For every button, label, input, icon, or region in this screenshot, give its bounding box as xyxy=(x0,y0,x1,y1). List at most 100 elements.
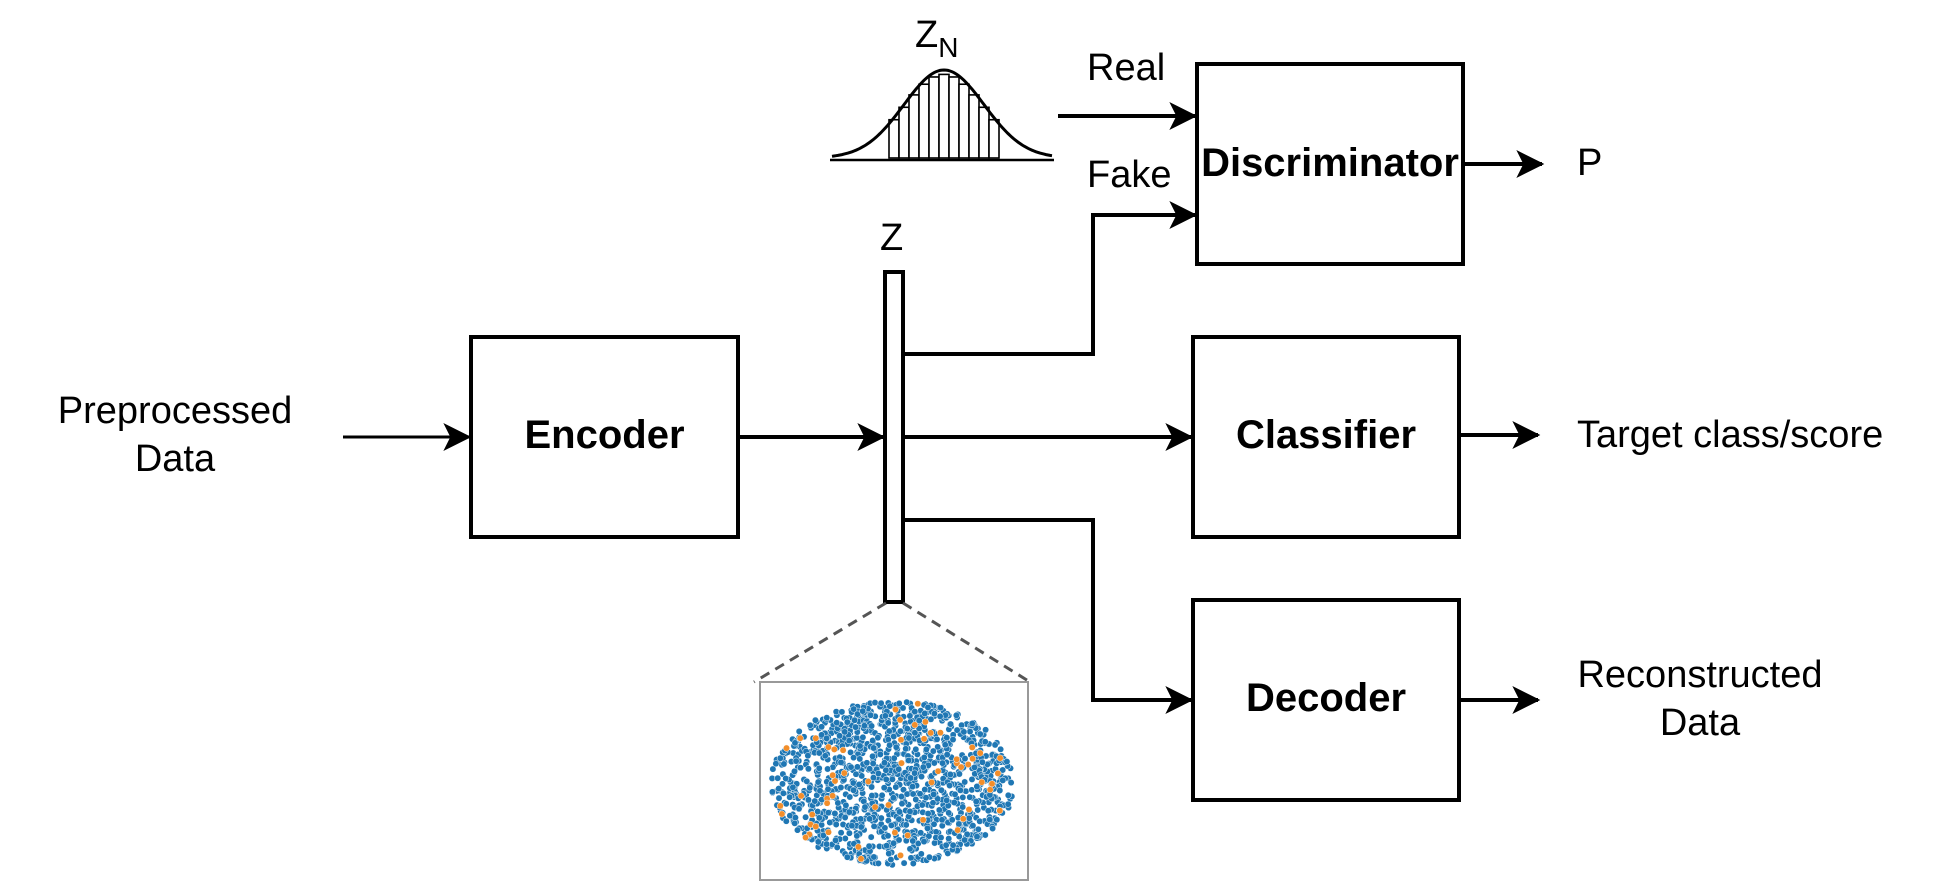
scatter-point-blue xyxy=(911,729,919,737)
scatter-point-blue xyxy=(961,778,969,786)
scatter-point-blue xyxy=(918,773,925,781)
scatter-point-blue xyxy=(846,793,854,801)
scatter-point-blue xyxy=(859,707,867,715)
scatter-point-blue xyxy=(883,842,891,850)
scatter-point-blue xyxy=(890,839,898,847)
zn-main: Z xyxy=(915,14,939,56)
scatter-point-blue xyxy=(841,728,849,736)
scatter-point-blue xyxy=(768,788,776,796)
scatter-point-blue xyxy=(791,739,799,747)
scatter-point-blue xyxy=(885,727,893,735)
scatter-point-blue xyxy=(930,820,938,828)
scatter-point-blue xyxy=(924,810,932,818)
scatter-point-blue xyxy=(826,819,834,826)
scatter-point-blue xyxy=(982,726,990,734)
scatter-point-blue xyxy=(850,786,857,794)
zoom-line-left xyxy=(753,601,887,684)
scatter-point-blue xyxy=(884,832,892,840)
scatter-point-blue xyxy=(852,770,860,778)
histogram-bar xyxy=(888,118,900,159)
preprocessed-line2: Data xyxy=(134,437,216,480)
discriminator-box xyxy=(1195,62,1465,266)
scatter-point-orange xyxy=(921,718,929,726)
scatter-point-blue xyxy=(884,736,892,744)
zn-sub: N xyxy=(938,32,959,63)
scatter-point-blue xyxy=(886,741,894,749)
zn-label: ZN xyxy=(915,12,959,63)
scatter-point-blue xyxy=(824,809,832,817)
scatter-point-blue xyxy=(816,787,824,795)
scatter-point-blue xyxy=(909,790,917,798)
scatter-point-orange xyxy=(927,729,935,737)
scatter-point-orange xyxy=(831,777,839,785)
scatter-point-blue xyxy=(896,808,904,816)
scatter-point-blue xyxy=(854,710,861,718)
scatter-point-blue xyxy=(945,809,953,817)
scatter-point-blue xyxy=(791,814,799,822)
histogram-bar xyxy=(918,83,930,159)
scatter-point-blue xyxy=(922,745,930,753)
scatter-point-blue xyxy=(917,850,925,858)
scatter-point-blue xyxy=(887,856,895,864)
scatter-point-blue xyxy=(930,759,938,767)
scatter-point-blue xyxy=(912,745,920,753)
scatter-point-blue xyxy=(903,790,911,798)
scatter-point-orange xyxy=(897,851,904,859)
scatter-point-blue xyxy=(811,716,819,724)
scatter-point-blue xyxy=(941,741,949,749)
scatter-point-blue xyxy=(849,779,857,787)
scatter-point-blue xyxy=(989,825,997,832)
scatter-point-blue xyxy=(887,821,895,829)
latent-scatter-plot xyxy=(768,698,1016,869)
scatter-point-blue xyxy=(930,710,938,718)
scatter-point-blue xyxy=(959,793,967,801)
scatter-point-blue xyxy=(929,799,937,807)
scatter-point-blue xyxy=(850,754,858,762)
scatter-point-blue xyxy=(845,808,853,816)
scatter-point-blue xyxy=(962,787,970,795)
scatter-point-blue xyxy=(906,845,914,853)
scatter-point-blue xyxy=(974,806,982,814)
scatter-point-blue xyxy=(935,806,943,814)
scatter-point-blue xyxy=(943,751,951,759)
scatter-point-blue xyxy=(944,849,952,857)
scatter-point-blue xyxy=(942,841,950,849)
scatter-point-orange xyxy=(891,829,899,837)
reconstructed-line1: Reconstructed xyxy=(1577,654,1823,696)
scatter-point-blue xyxy=(905,734,913,742)
scatter-point-blue xyxy=(869,760,877,767)
scatter-point-blue xyxy=(839,821,847,828)
scatter-point-orange xyxy=(934,767,942,775)
scatter-point-blue xyxy=(853,832,861,840)
scatter-point-orange xyxy=(994,769,1002,777)
scatter-point-blue xyxy=(1004,800,1012,808)
scatter-point-orange xyxy=(978,778,986,786)
scatter-point-blue xyxy=(938,816,946,824)
scatter-point-orange xyxy=(840,769,848,777)
scatter-point-blue xyxy=(866,815,874,823)
scatter-point-orange xyxy=(898,759,905,767)
scatter-point-blue xyxy=(984,807,992,815)
scatter-point-blue xyxy=(981,738,989,746)
scatter-point-blue xyxy=(821,752,829,760)
scatter-point-blue xyxy=(876,750,884,758)
scatter-point-blue xyxy=(999,776,1007,784)
scatter-point-blue xyxy=(843,718,851,726)
scatter-point-blue xyxy=(925,853,933,861)
scatter-point-blue xyxy=(823,734,831,742)
gaussian-histogram-icon xyxy=(830,68,1054,162)
z-to-decoder-arrow xyxy=(905,518,1194,714)
scatter-point-blue xyxy=(853,734,861,742)
scatter-point-orange xyxy=(871,803,879,811)
scatter-point-blue xyxy=(852,723,860,731)
scatter-point-blue xyxy=(895,815,903,823)
scatter-point-blue xyxy=(868,792,876,800)
scatter-point-blue xyxy=(836,732,844,740)
histogram-bar xyxy=(928,76,940,159)
fake-label: Fake xyxy=(1087,154,1172,196)
p-output-label: P xyxy=(1577,142,1603,184)
scatter-point-orange xyxy=(896,716,904,724)
scatter-point-orange xyxy=(969,755,977,763)
scatter-point-orange xyxy=(829,792,837,800)
scatter-point-blue xyxy=(772,760,780,768)
